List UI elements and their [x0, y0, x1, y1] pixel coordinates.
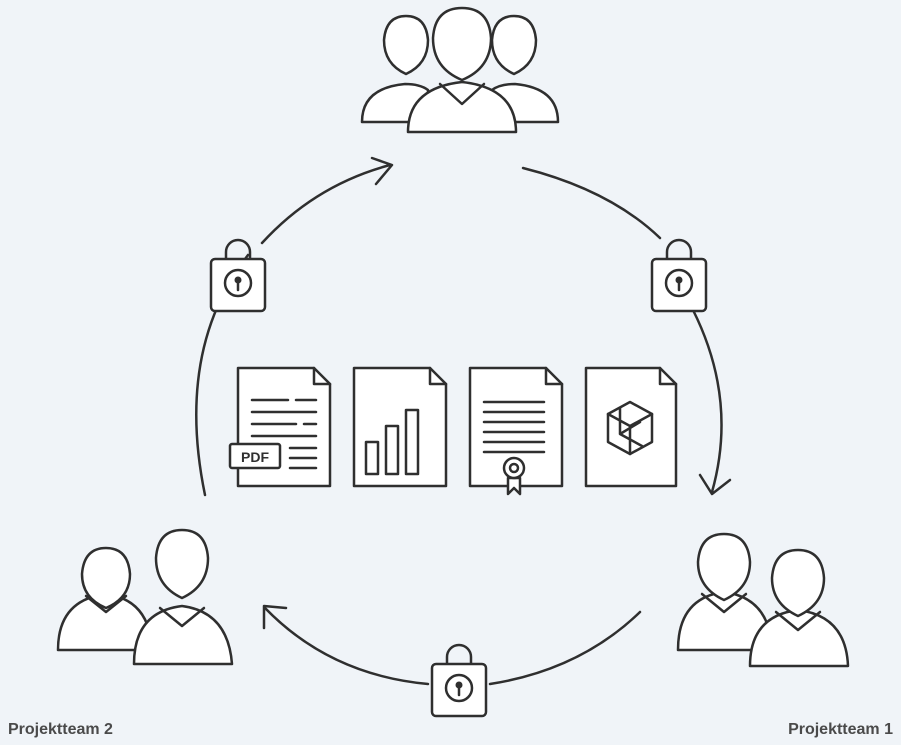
arc-right — [691, 308, 723, 494]
pdf-badge-text: PDF — [241, 449, 269, 465]
arc-top-right — [521, 166, 662, 240]
lock-icon — [209, 238, 267, 313]
arrowhead-right — [698, 473, 732, 496]
user-group-icon — [360, 6, 560, 134]
chart-document-icon — [352, 366, 448, 488]
lock-icon — [430, 643, 488, 718]
team-label-left: Projektteam 2 — [8, 721, 113, 738]
cube-document-icon — [584, 366, 678, 488]
arc-bottom-left — [263, 606, 430, 686]
user-group-icon — [676, 532, 850, 668]
pdf-document-icon: PDF — [228, 366, 332, 488]
arrowhead-bottom — [262, 604, 288, 630]
arc-top-left-upper — [260, 163, 392, 245]
lock-icon — [650, 238, 708, 313]
arrowhead-top — [370, 156, 394, 186]
certificate-document-icon — [468, 366, 564, 496]
arc-bottom-right — [488, 610, 642, 686]
team-label-right: Projektteam 1 — [788, 721, 893, 738]
user-group-icon — [56, 528, 234, 666]
